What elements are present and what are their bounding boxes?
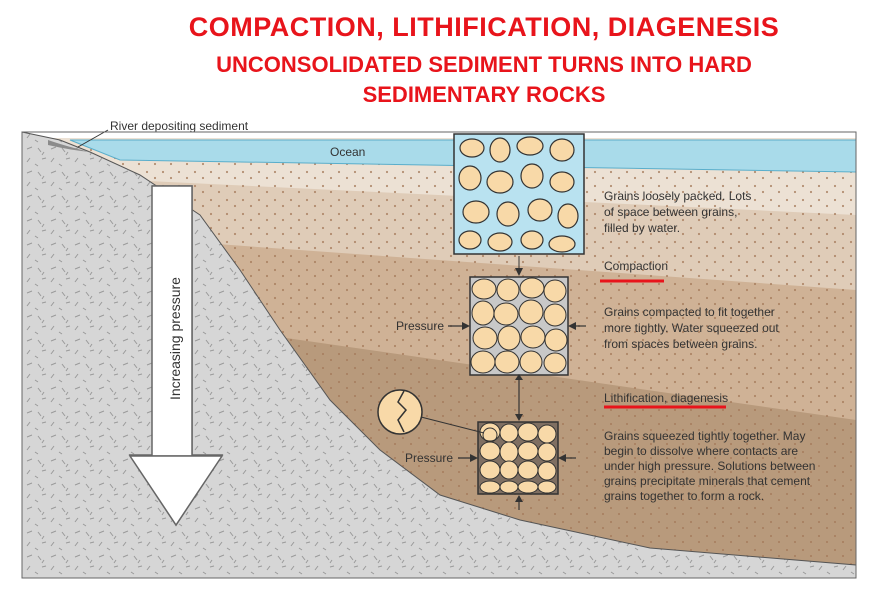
stage-1-description: Grains loosely packed. Lots of space bet…	[604, 189, 751, 235]
stage-2-description: Compaction Grains compacted to fit toget…	[600, 259, 779, 351]
stage-2-line: from spaces between grains.	[604, 337, 757, 351]
connector-1-head	[515, 268, 523, 276]
title-line-1: COMPACTION, LITHIFICATION, DIAGENESIS	[188, 12, 780, 42]
loose-grains-box	[453, 133, 585, 255]
stage-3-line: grains precipitate minerals that cement	[604, 474, 811, 488]
pressure-arrowhead-right-2	[558, 454, 566, 462]
pressure-label-2: Pressure	[405, 451, 453, 465]
stage-1-line: Grains loosely packed. Lots	[604, 189, 751, 203]
increasing-pressure-label: Increasing pressure	[167, 277, 183, 400]
stage-3-line: under high pressure. Solutions between	[604, 459, 815, 473]
pressure-label-1: Pressure	[396, 319, 444, 333]
stage-3-description: Lithification, diagenesis Grains squeeze…	[604, 391, 815, 503]
river-leader-line	[77, 129, 109, 148]
stage-3-line: Grains squeezed tightly together. May	[604, 429, 805, 443]
compacted-grains-box	[469, 276, 569, 376]
river-label: River depositing sediment	[110, 119, 249, 133]
pressure-arrow-head	[128, 455, 224, 527]
pressure-arrowhead-left-2	[470, 454, 478, 462]
title-line-2: UNCONSOLIDATED SEDIMENT TURNS INTO HARD	[216, 52, 752, 77]
lithified-grains-box	[477, 421, 559, 495]
pressure-arrowhead-left-1	[462, 322, 470, 330]
zoom-circle	[377, 389, 485, 435]
stage-1-line: of space between grains,	[604, 205, 737, 219]
stage-3-line: grains together to form a rock.	[604, 489, 764, 503]
connector-2-head-up	[515, 374, 523, 380]
pressure-arrowhead-right-1	[568, 322, 576, 330]
stage-3-heading: Lithification, diagenesis	[604, 391, 728, 405]
stage-3-line: begin to dissolve where contacts are	[604, 444, 798, 458]
stage-1-line: filled by water.	[604, 221, 680, 235]
stage-2-line: more tightly. Water squeezed out	[604, 321, 779, 335]
title-line-3: SEDIMENTARY ROCKS	[362, 82, 606, 107]
connector-2-head-down	[515, 414, 523, 421]
diagram-frame	[21, 131, 857, 579]
stage-2-line: Grains compacted to fit together	[604, 305, 775, 319]
stage-2-heading: Compaction	[604, 259, 668, 273]
pressure-arrowhead-bottom-2	[515, 495, 523, 502]
river-deposit	[48, 140, 90, 152]
ocean-label: Ocean	[330, 145, 365, 159]
